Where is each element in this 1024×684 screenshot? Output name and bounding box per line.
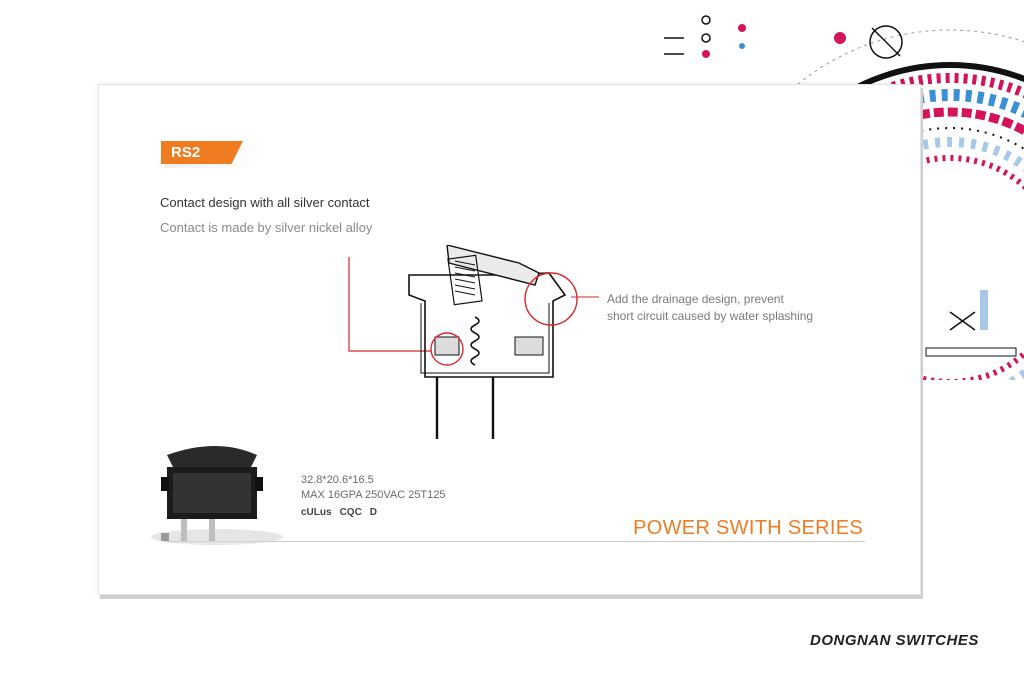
model-tag: RS2 xyxy=(161,141,243,164)
cert-d: D xyxy=(369,507,378,518)
brand-logo: DONGNAN SWITCHES xyxy=(810,632,979,649)
product-specs: 32.8*20.6*16.5 MAX 16GPA 250VAC 25T125 xyxy=(301,473,446,503)
series-title: POWER SWITH SERIES xyxy=(633,517,863,539)
spec-dimensions: 32.8*20.6*16.5 xyxy=(301,474,374,486)
certification-marks: cULus CQC D xyxy=(301,507,377,518)
feature-heading: Contact design with all silver contact xyxy=(160,195,370,210)
callout-line-1: Add the drainage design, prevent xyxy=(607,292,784,306)
model-tag-label: RS2 xyxy=(171,144,201,161)
switch-cross-section-diagram xyxy=(348,245,599,439)
rule-marker xyxy=(161,533,169,541)
drainage-callout: Add the drainage design, prevent short c… xyxy=(607,291,813,325)
spec-rating: MAX 16GPA 250VAC 25T125 xyxy=(301,489,446,501)
rocker-switch-product-image xyxy=(151,446,283,545)
callout-line-2: short circuit caused by water splashing xyxy=(607,309,814,323)
cert-cqc: CQC xyxy=(339,507,362,518)
divider-line xyxy=(165,541,865,542)
feature-subheading: Contact is made by silver nickel alloy xyxy=(160,220,373,235)
cert-culus: cULus xyxy=(301,507,332,518)
content-card: RS2 Contact design with all silver conta… xyxy=(98,84,921,595)
